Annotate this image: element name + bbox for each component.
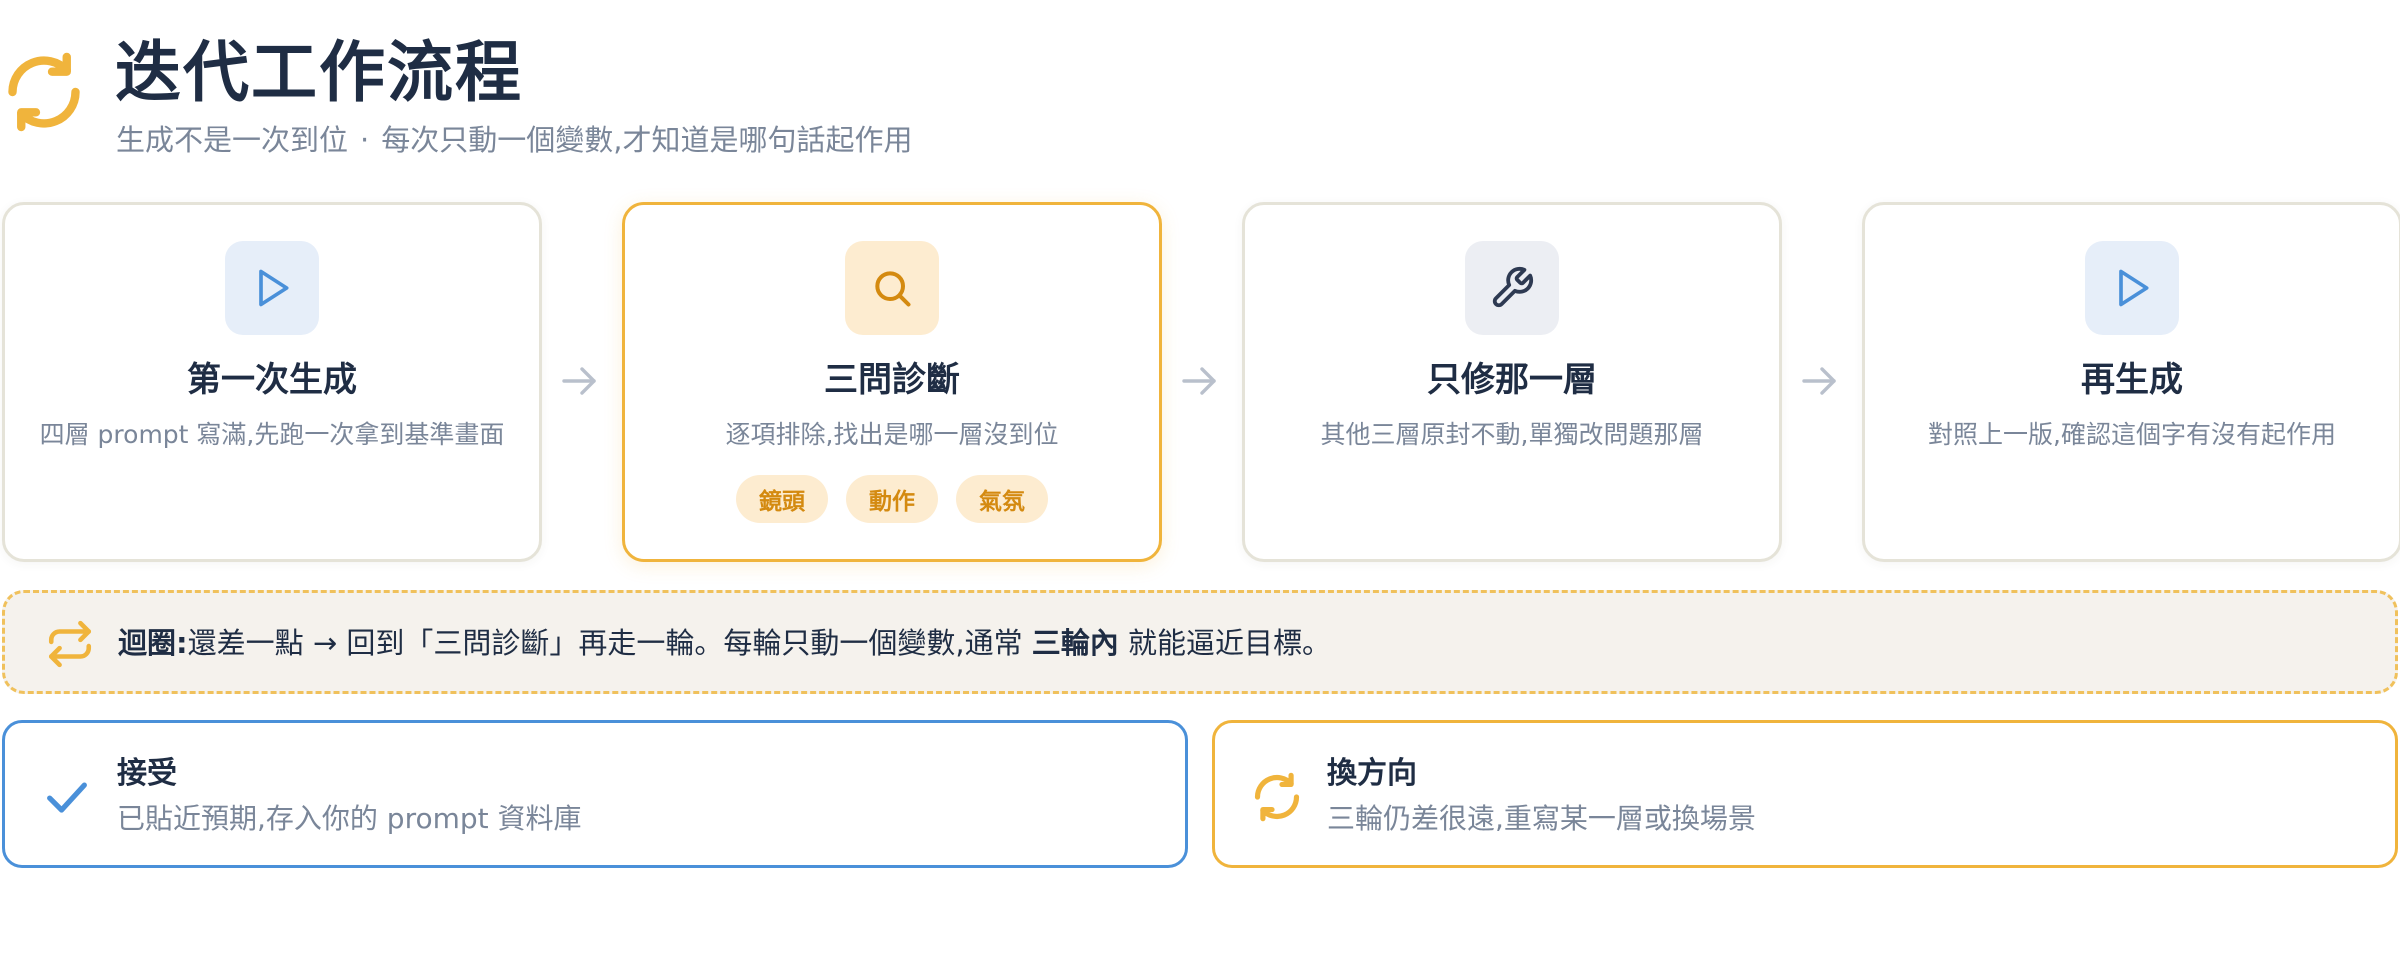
repeat-icon bbox=[48, 620, 92, 668]
search-icon bbox=[875, 271, 911, 307]
arrow-right-icon bbox=[1182, 367, 1216, 395]
loop-banner: 迴圈:還差一點 → 回到「三問診斷」再走一輪。每輪只動一個變數,通常 三輪內 就… bbox=[2, 590, 2398, 694]
arrow-right-icon bbox=[562, 367, 596, 395]
play-icon bbox=[2119, 269, 2149, 307]
step-title: 第一次生成 bbox=[187, 360, 357, 400]
refresh-icon bbox=[8, 52, 80, 132]
outcome-description: 三輪仍差很遠,重寫某一層或換場景 bbox=[1327, 802, 1756, 835]
step-card-regenerate: 再生成 對照上一版,確認這個字有沒有起作用 bbox=[1862, 202, 2400, 562]
step-title: 再生成 bbox=[2081, 360, 2183, 400]
subtitle-part2: 每次只動一個變數,才知道是哪句話起作用 bbox=[381, 123, 913, 157]
step-icon-box bbox=[2085, 241, 2179, 335]
step-card-diagnosis: 三問診斷 逐項排除,找出是哪一層沒到位 鏡頭 動作 氣氛 bbox=[622, 202, 1162, 562]
step-description: 對照上一版,確認這個字有沒有起作用 bbox=[1928, 420, 2336, 449]
refresh-icon bbox=[1254, 772, 1300, 822]
step-icon-box bbox=[225, 241, 319, 335]
page-title: 迭代工作流程 bbox=[115, 34, 523, 111]
step-title: 只修那一層 bbox=[1427, 360, 1597, 400]
loop-text-bold: 三輪內 bbox=[1031, 626, 1119, 660]
tag-camera: 鏡頭 bbox=[736, 475, 828, 523]
play-icon bbox=[259, 269, 289, 307]
loop-text: 迴圈:還差一點 → 回到「三問診斷」再走一輪。每輪只動一個變數,通常 三輪內 就… bbox=[118, 621, 1331, 665]
step-title: 三問診斷 bbox=[824, 360, 960, 400]
page-subtitle: 生成不是一次到位 · 每次只動一個變數,才知道是哪句話起作用 bbox=[116, 120, 912, 160]
step-description: 四層 prompt 寫滿,先跑一次拿到基準畫面 bbox=[39, 420, 505, 449]
outcome-pivot-card: 換方向 三輪仍差很遠,重寫某一層或換場景 bbox=[1212, 720, 2398, 868]
tag-mood: 氣氛 bbox=[956, 475, 1048, 523]
loop-text-before: 還差一點 → 回到「三問診斷」再走一輪。每輪只動一個變數,通常 bbox=[187, 626, 1032, 660]
tag-action: 動作 bbox=[846, 475, 938, 523]
outcome-accept-card: 接受 已貼近預期,存入你的 prompt 資料庫 bbox=[2, 720, 1188, 868]
step-card-first-generation: 第一次生成 四層 prompt 寫滿,先跑一次拿到基準畫面 bbox=[2, 202, 542, 562]
subtitle-part1: 生成不是一次到位 bbox=[116, 123, 349, 157]
step-icon-box bbox=[1465, 241, 1559, 335]
tag-list: 鏡頭 動作 氣氛 bbox=[625, 475, 1159, 523]
outcome-title: 接受 bbox=[117, 756, 177, 791]
outcome-title: 換方向 bbox=[1327, 756, 1417, 791]
subtitle-separator: · bbox=[360, 123, 370, 157]
arrow-right-icon bbox=[1802, 367, 1836, 395]
outcome-description: 已貼近預期,存入你的 prompt 資料庫 bbox=[117, 802, 582, 835]
step-icon-box bbox=[845, 241, 939, 335]
step-description: 逐項排除,找出是哪一層沒到位 bbox=[725, 420, 1059, 449]
step-description: 其他三層原封不動,單獨改問題那層 bbox=[1320, 420, 1704, 449]
wrench-icon bbox=[1492, 266, 1534, 308]
loop-text-after: 就能逼近目標。 bbox=[1118, 626, 1332, 660]
loop-label: 迴圈: bbox=[118, 626, 188, 660]
header: 迭代工作流程 生成不是一次到位 · 每次只動一個變數,才知道是哪句話起作用 bbox=[0, 26, 2400, 166]
check-icon bbox=[47, 782, 87, 813]
step-card-fix-layer: 只修那一層 其他三層原封不動,單獨改問題那層 bbox=[1242, 202, 1782, 562]
